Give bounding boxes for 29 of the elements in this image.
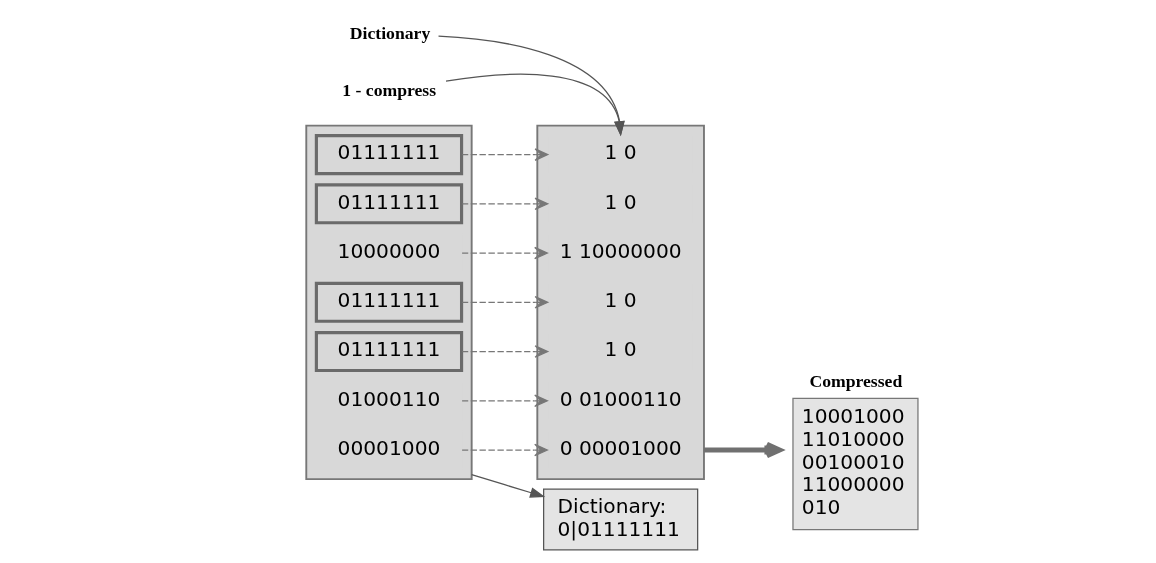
arrow	[461, 345, 548, 358]
node-box: 01111111	[314, 183, 463, 225]
node-box: 01111111	[314, 281, 463, 323]
arrow	[461, 296, 548, 309]
node-text: 1 0	[604, 189, 637, 214]
node-text: 01000110	[337, 386, 440, 411]
arrow	[437, 35, 625, 137]
arrow	[461, 148, 548, 161]
node-text: 0 01000110	[559, 386, 682, 411]
node-box: Dictionary: 0|01111111	[542, 488, 698, 551]
node-box: 01111111	[314, 331, 463, 373]
node-text: 1 10000000	[559, 238, 682, 263]
node-label: Compressed	[808, 371, 902, 392]
node-text: 1 - compress	[341, 80, 436, 101]
node-text: 0 00001000	[559, 435, 682, 460]
arrow	[461, 443, 548, 457]
node-text: Dictionary	[349, 23, 430, 44]
node-text: 1 0	[604, 140, 637, 165]
arrow	[461, 197, 548, 211]
arrow	[461, 246, 548, 260]
node-text: 10000000	[337, 238, 440, 263]
node-text: 1 0	[604, 337, 637, 362]
cluster	[304, 124, 473, 481]
arrow	[444, 73, 625, 137]
arrow	[461, 394, 548, 408]
node-text: 1 0	[604, 288, 637, 313]
node-box: 01111111	[314, 134, 463, 176]
arrow	[470, 474, 545, 498]
node-text: 00001000	[337, 435, 440, 460]
